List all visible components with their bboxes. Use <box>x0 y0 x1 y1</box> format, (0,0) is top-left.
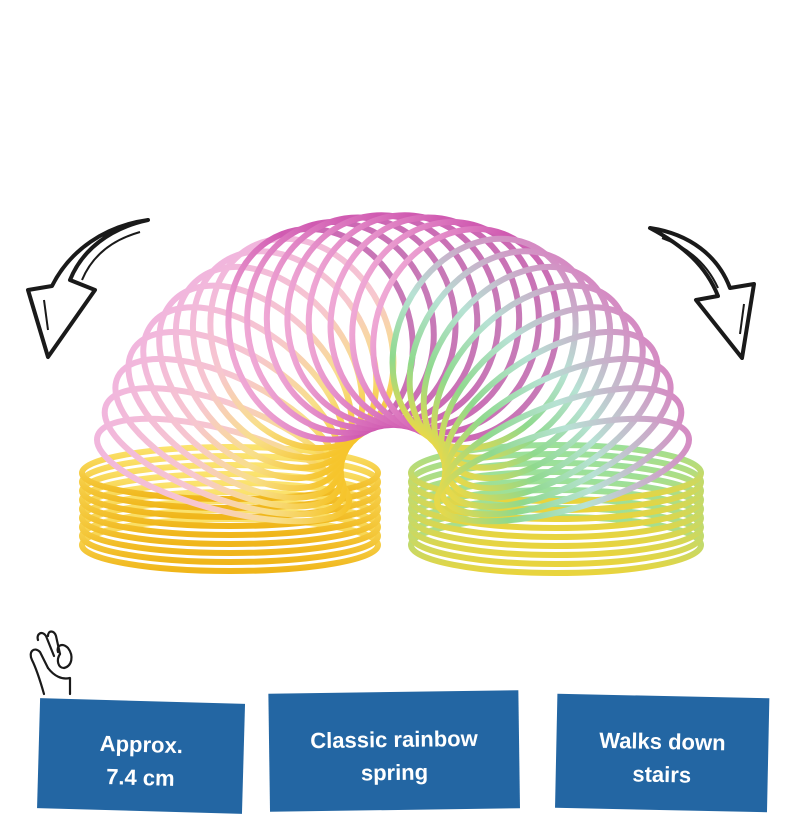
spring-coil <box>439 385 685 518</box>
spring-coil <box>112 355 345 510</box>
curved-arrow-right-icon <box>648 226 756 360</box>
feature-size: Approx. 7.4 cm <box>37 698 246 814</box>
spring-coil <box>94 415 352 525</box>
ok-hand-icon <box>29 630 73 696</box>
spring-coil <box>140 304 348 492</box>
spring-coil <box>79 462 381 520</box>
feature-size-label: Approx. 7.4 cm <box>99 730 184 791</box>
feature-stairs-label: Walks down stairs <box>599 727 726 788</box>
spring-coil <box>79 444 381 502</box>
spring-coil <box>441 355 674 510</box>
spring-coil <box>408 460 704 522</box>
curved-arrow-left-icon <box>26 218 150 359</box>
spring-coil <box>79 471 381 529</box>
feature-stairs: Walks down stairs <box>555 693 770 813</box>
spring-coil <box>125 328 345 501</box>
feature-rainbow-label: Classic rainbow spring <box>310 725 478 786</box>
spring-coil <box>434 415 692 525</box>
rainbow-spring <box>79 212 704 576</box>
feature-rainbow: Classic rainbow spring <box>268 690 520 812</box>
